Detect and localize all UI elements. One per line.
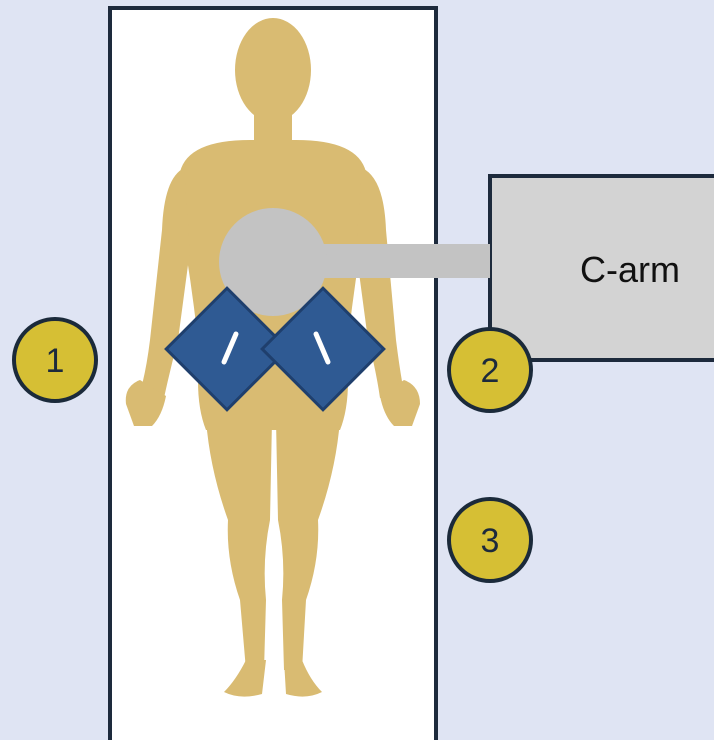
c-arm-connector xyxy=(300,244,490,278)
marker-2-label: 2 xyxy=(481,352,500,390)
marker-3: 3 xyxy=(449,499,531,581)
marker-1-label: 1 xyxy=(46,342,65,380)
c-arm-label: C-arm xyxy=(580,249,680,290)
marker-1: 1 xyxy=(14,319,96,401)
marker-3-label: 3 xyxy=(481,522,500,560)
marker-2: 2 xyxy=(449,329,531,411)
